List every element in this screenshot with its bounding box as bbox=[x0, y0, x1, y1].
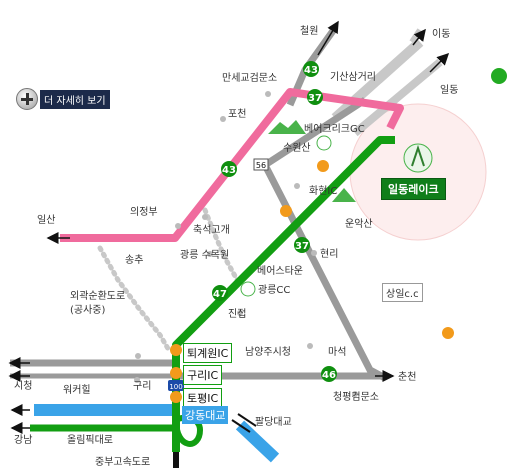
label-chuncheon: 춘천 bbox=[398, 371, 416, 383]
label-cheongpyeong: 청평검문소 bbox=[333, 391, 379, 403]
label-gwangneung-arb: 광릉 수목원 bbox=[180, 249, 229, 261]
bridge-label-gangdong: 강동대교 bbox=[182, 406, 229, 424]
golf-icon bbox=[240, 281, 256, 297]
label-outer-ring-sub: (공사중) bbox=[70, 304, 106, 316]
label-hwahyeon: 화현IC bbox=[309, 185, 337, 197]
route-shield: 43 bbox=[221, 161, 237, 177]
label-wokeohil: 워커힐 bbox=[63, 383, 91, 396]
paldang-bridge bbox=[235, 420, 280, 463]
route-shield: 47 bbox=[212, 285, 228, 301]
mountain-icon bbox=[332, 188, 356, 202]
road-43-pink bbox=[60, 88, 404, 242]
label-guri: 구리 bbox=[133, 380, 151, 392]
label-uijeongbu: 의정부 bbox=[130, 206, 158, 218]
ic-label-toegyewon: 퇴계원IC bbox=[183, 343, 233, 363]
label-sangil: 상일c.c bbox=[382, 283, 423, 302]
label-mansegyo: 만세교검문소 bbox=[222, 72, 277, 84]
label-maseok: 마석 bbox=[328, 346, 346, 358]
dotted-road bbox=[202, 207, 243, 288]
more-details-button[interactable]: 더 자세히 보기 bbox=[16, 88, 110, 110]
plus-icon bbox=[16, 88, 38, 110]
label-ilsan: 일산 bbox=[37, 214, 55, 226]
svg-text:46: 46 bbox=[322, 370, 336, 381]
label-gisan: 기산삼거리 bbox=[330, 71, 376, 83]
orange-dot-icon bbox=[442, 327, 454, 339]
destination-label[interactable]: 일동레이크 bbox=[381, 178, 446, 200]
label-outer-ring: 외곽순환도로 bbox=[70, 290, 125, 302]
ic-marker bbox=[317, 160, 329, 172]
ic-label-topyeong: 토평IC bbox=[183, 388, 223, 408]
svg-text:43: 43 bbox=[222, 165, 236, 176]
svg-text:37: 37 bbox=[295, 241, 309, 252]
ic-marker bbox=[170, 391, 182, 403]
label-namyangju: 남양주시청 bbox=[245, 346, 291, 358]
svg-text:47: 47 bbox=[213, 289, 227, 300]
svg-text:56: 56 bbox=[256, 161, 266, 170]
golf-icon bbox=[316, 135, 332, 151]
label-gangnam: 강남 bbox=[14, 434, 32, 446]
label-bearstown: 베어스타운 bbox=[257, 265, 303, 277]
label-songchu: 송추 bbox=[125, 254, 143, 266]
golfer-icon bbox=[403, 143, 433, 173]
label-paldang: 팔당대교 bbox=[255, 416, 292, 428]
label-suwonsan: 수원산 bbox=[283, 142, 311, 154]
route-shield: 37 bbox=[307, 89, 323, 105]
label-pocheon: 포천 bbox=[228, 108, 246, 120]
ic-marker bbox=[170, 367, 182, 379]
route-shield: 37 bbox=[294, 237, 310, 253]
label-olympic: 올림픽대로 bbox=[67, 434, 113, 446]
road-to-idong bbox=[331, 38, 424, 122]
label-beverly: 베어크리크GC bbox=[304, 123, 365, 135]
label-gwangneung-cc: 광릉CC bbox=[258, 284, 290, 296]
route-shield: 46 bbox=[321, 366, 337, 382]
road-56 bbox=[263, 97, 367, 168]
route-shield: 56 bbox=[253, 158, 269, 171]
svg-text:37: 37 bbox=[308, 93, 322, 104]
label-hyeonri: 현리 bbox=[320, 248, 338, 260]
label-jungbu: 중부고속도로 bbox=[95, 456, 150, 468]
outer-ring-road bbox=[97, 245, 173, 355]
label-chukseok: 축석고개 bbox=[193, 224, 230, 236]
label-idong: 이동 bbox=[432, 28, 450, 40]
mountain-icon bbox=[268, 120, 306, 134]
more-details-label: 더 자세히 보기 bbox=[40, 89, 110, 109]
label-jinjeop: 진접 bbox=[228, 308, 246, 320]
ic-marker bbox=[280, 205, 292, 217]
svg-text:100: 100 bbox=[169, 383, 182, 391]
label-ildong: 일동 bbox=[440, 84, 458, 96]
svg-text:43: 43 bbox=[304, 65, 318, 76]
route-shield: 43 bbox=[303, 61, 319, 77]
route-shield: 100 bbox=[168, 380, 184, 391]
label-unaksan: 운악산 bbox=[345, 218, 373, 230]
label-cheolwon: 철원 bbox=[300, 25, 318, 37]
ic-label-guri: 구리IC bbox=[183, 365, 223, 385]
ic-marker bbox=[170, 344, 182, 356]
road-to-ildong bbox=[352, 58, 443, 137]
green-dot-icon bbox=[491, 68, 507, 84]
label-sicheong: 시청 bbox=[14, 380, 32, 392]
